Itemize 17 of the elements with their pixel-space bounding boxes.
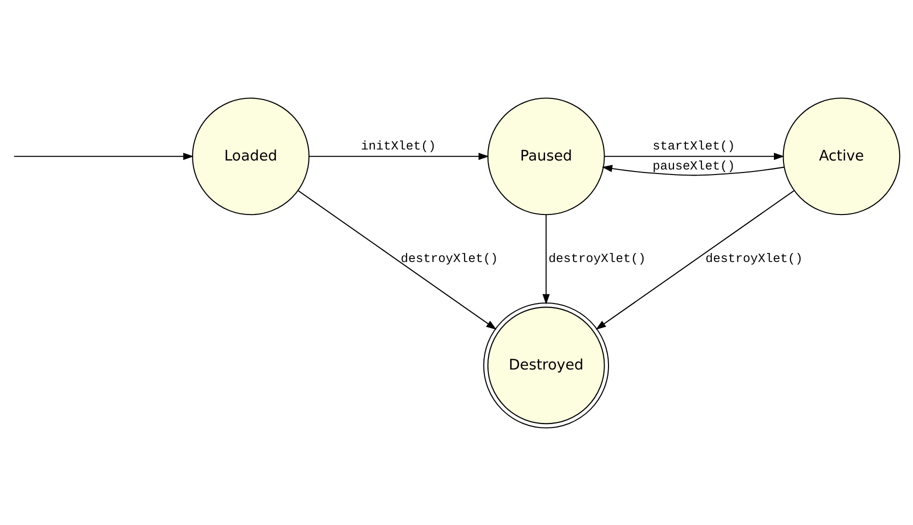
arrow bbox=[298, 190, 497, 330]
arrow bbox=[542, 214, 550, 304]
arrow bbox=[596, 190, 794, 330]
node-circle: Active bbox=[782, 97, 900, 215]
arrow bbox=[14, 152, 194, 160]
edge-label: destroyXlet() bbox=[705, 252, 803, 266]
node-circle: Loaded bbox=[192, 97, 310, 215]
arrow bbox=[309, 152, 489, 160]
edge-label: pauseXlet() bbox=[652, 159, 735, 174]
arrow bbox=[602, 164, 784, 176]
node-circle: Paused bbox=[487, 97, 605, 215]
edge-label: startXlet() bbox=[652, 139, 735, 154]
edge-label: initXlet() bbox=[361, 139, 436, 154]
node-circle: Destroyed bbox=[483, 302, 610, 428]
edge-label: destroyXlet() bbox=[400, 252, 498, 266]
arrow bbox=[604, 152, 784, 160]
edge-label: destroyXlet() bbox=[548, 252, 646, 266]
